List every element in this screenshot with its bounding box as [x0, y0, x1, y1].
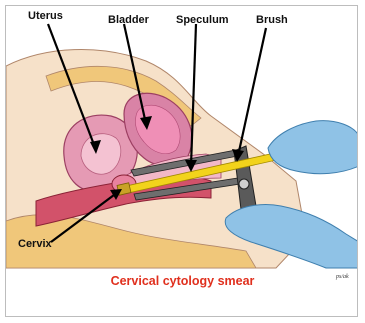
artist-signature: ps/ak [336, 274, 349, 280]
speculum-label: Speculum [176, 14, 229, 26]
cervix-label: Cervix [18, 238, 52, 250]
glove-upper [268, 121, 358, 174]
uterus-label: Uterus [28, 10, 63, 22]
speculum-screw [239, 179, 249, 189]
uterus-inner [81, 134, 121, 174]
diagram-frame: Uterus Bladder Speculum Brush Cervix Cer… [5, 5, 358, 317]
anatomy-illustration [6, 6, 358, 317]
brush-label: Brush [256, 14, 288, 26]
brush-arrow [238, 28, 266, 156]
diagram-caption: Cervical cytology smear [6, 274, 358, 288]
bladder-label: Bladder [108, 14, 149, 26]
